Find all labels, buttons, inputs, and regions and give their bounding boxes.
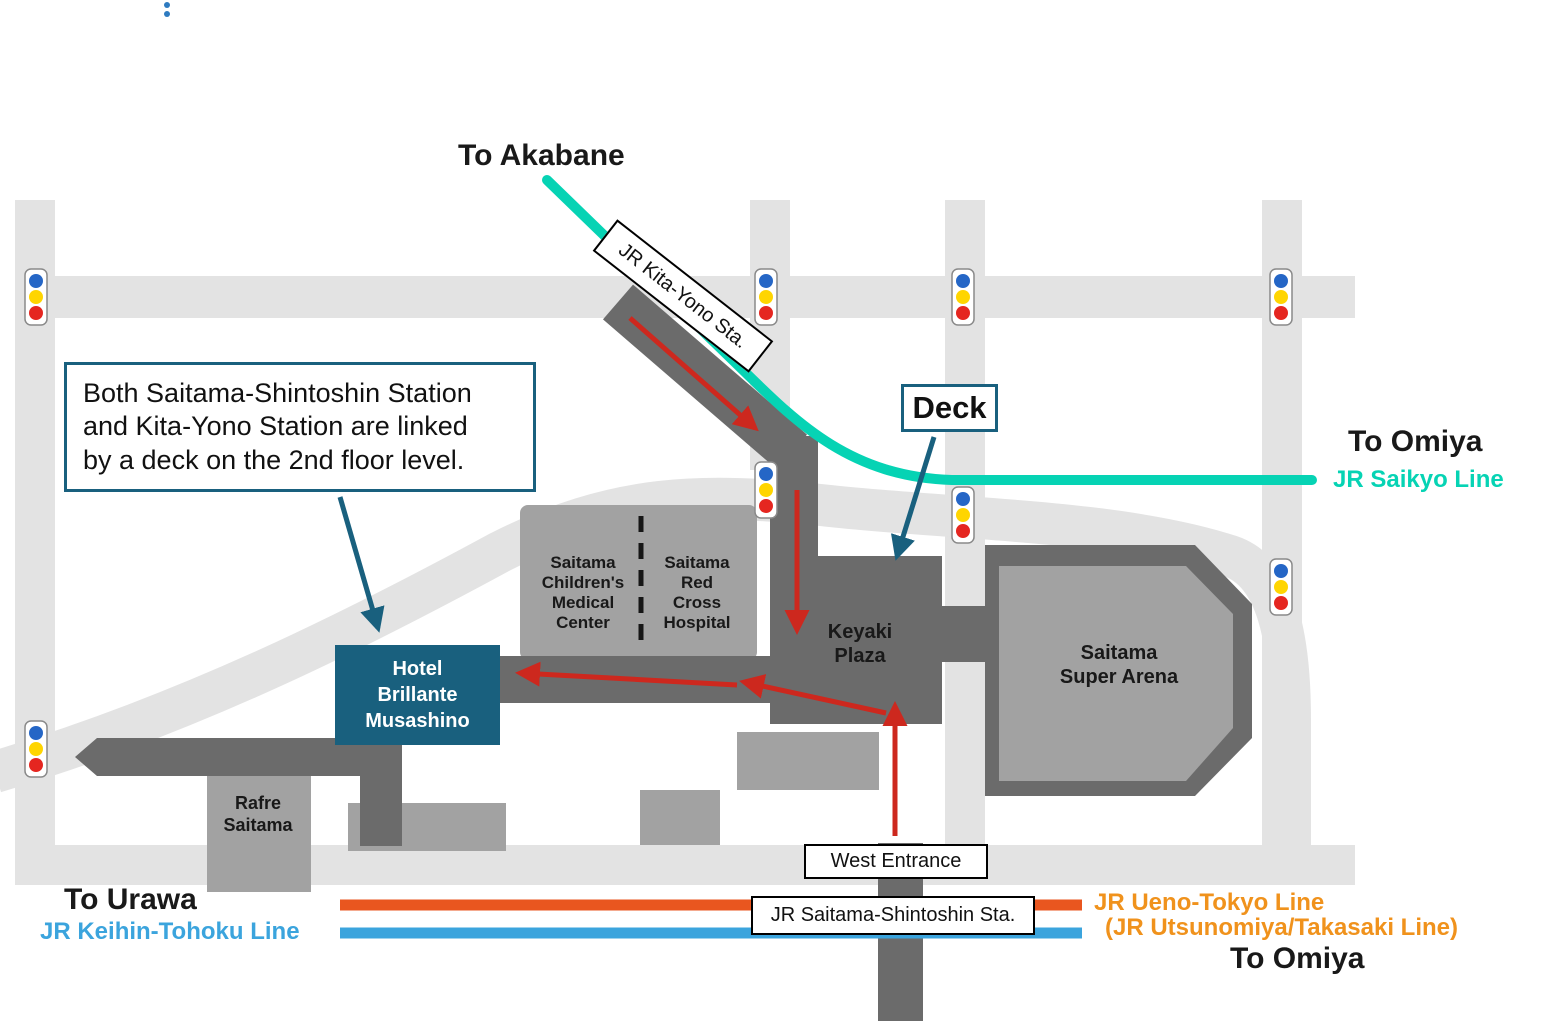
saikyo-line-track xyxy=(542,175,1317,485)
saitama-super-arena-label: Saitama Super Arena xyxy=(1059,642,1179,688)
rafre-saitama-label: Rafre Saitama xyxy=(223,793,293,835)
note-callout-arrow xyxy=(337,496,385,633)
traffic-light-icon xyxy=(24,268,48,326)
building-block-lower xyxy=(640,790,720,845)
route-arrow-to-hotel xyxy=(515,661,738,688)
deck-label: Deck xyxy=(901,384,998,432)
hotel-brillante-musashino-label: Hotel Brillante Musashino xyxy=(335,645,500,745)
deck-west-corridor xyxy=(75,738,362,776)
traffic-light-icon xyxy=(754,461,778,519)
route-arrow-diagonal xyxy=(739,674,887,716)
traffic-light-icon xyxy=(1269,558,1293,616)
to-omiya-right-label: To Omiya xyxy=(1348,425,1483,458)
children-medical-center-label: Saitama Children's Medical Center xyxy=(541,553,625,633)
red-cross-hospital-label: Saitama Red Cross Hospital xyxy=(663,553,731,633)
deck-vertical-corridor xyxy=(770,436,818,566)
rafre-saitama-building xyxy=(207,762,311,892)
traffic-light-icon xyxy=(951,486,975,544)
route-arrow-ramp xyxy=(628,316,759,432)
west-entrance-label: West Entrance xyxy=(804,844,988,879)
saikyo-line-label: JR Saikyo Line xyxy=(1333,466,1504,493)
building-block-south-of-keyaki xyxy=(737,732,879,790)
keihin-tohoku-line-label: JR Keihin-Tohoku Line xyxy=(40,918,300,945)
utsunomiya-takasaki-line-label: (JR Utsunomiya/Takasaki Line) xyxy=(1105,914,1458,941)
deck-arena-connector xyxy=(938,606,988,662)
traffic-light-icon xyxy=(951,268,975,326)
deck-kita-yono-ramp xyxy=(602,284,808,470)
traffic-light-icon xyxy=(754,268,778,326)
keyaki-plaza-label: Keyaki Plaza xyxy=(827,621,893,667)
traffic-light-icon xyxy=(24,720,48,778)
saitama-shintoshin-station-label: JR Saitama-Shintoshin Sta. xyxy=(751,896,1035,935)
deck-callout-arrow xyxy=(891,436,937,561)
to-omiya-bottom-label: To Omiya xyxy=(1230,942,1365,975)
traffic-light-icon xyxy=(1269,268,1293,326)
to-akabane-label: To Akabane xyxy=(458,139,625,172)
deck-link-note: Both Saitama-Shintoshin Station and Kita… xyxy=(64,362,536,493)
deck-hotel-south-stub xyxy=(360,740,402,846)
saitama-super-arena-building xyxy=(999,566,1233,781)
ueno-tokyo-line-label: JR Ueno-Tokyo Line xyxy=(1094,889,1325,916)
stray-mark xyxy=(164,2,170,17)
to-urawa-label: To Urawa xyxy=(64,883,197,916)
